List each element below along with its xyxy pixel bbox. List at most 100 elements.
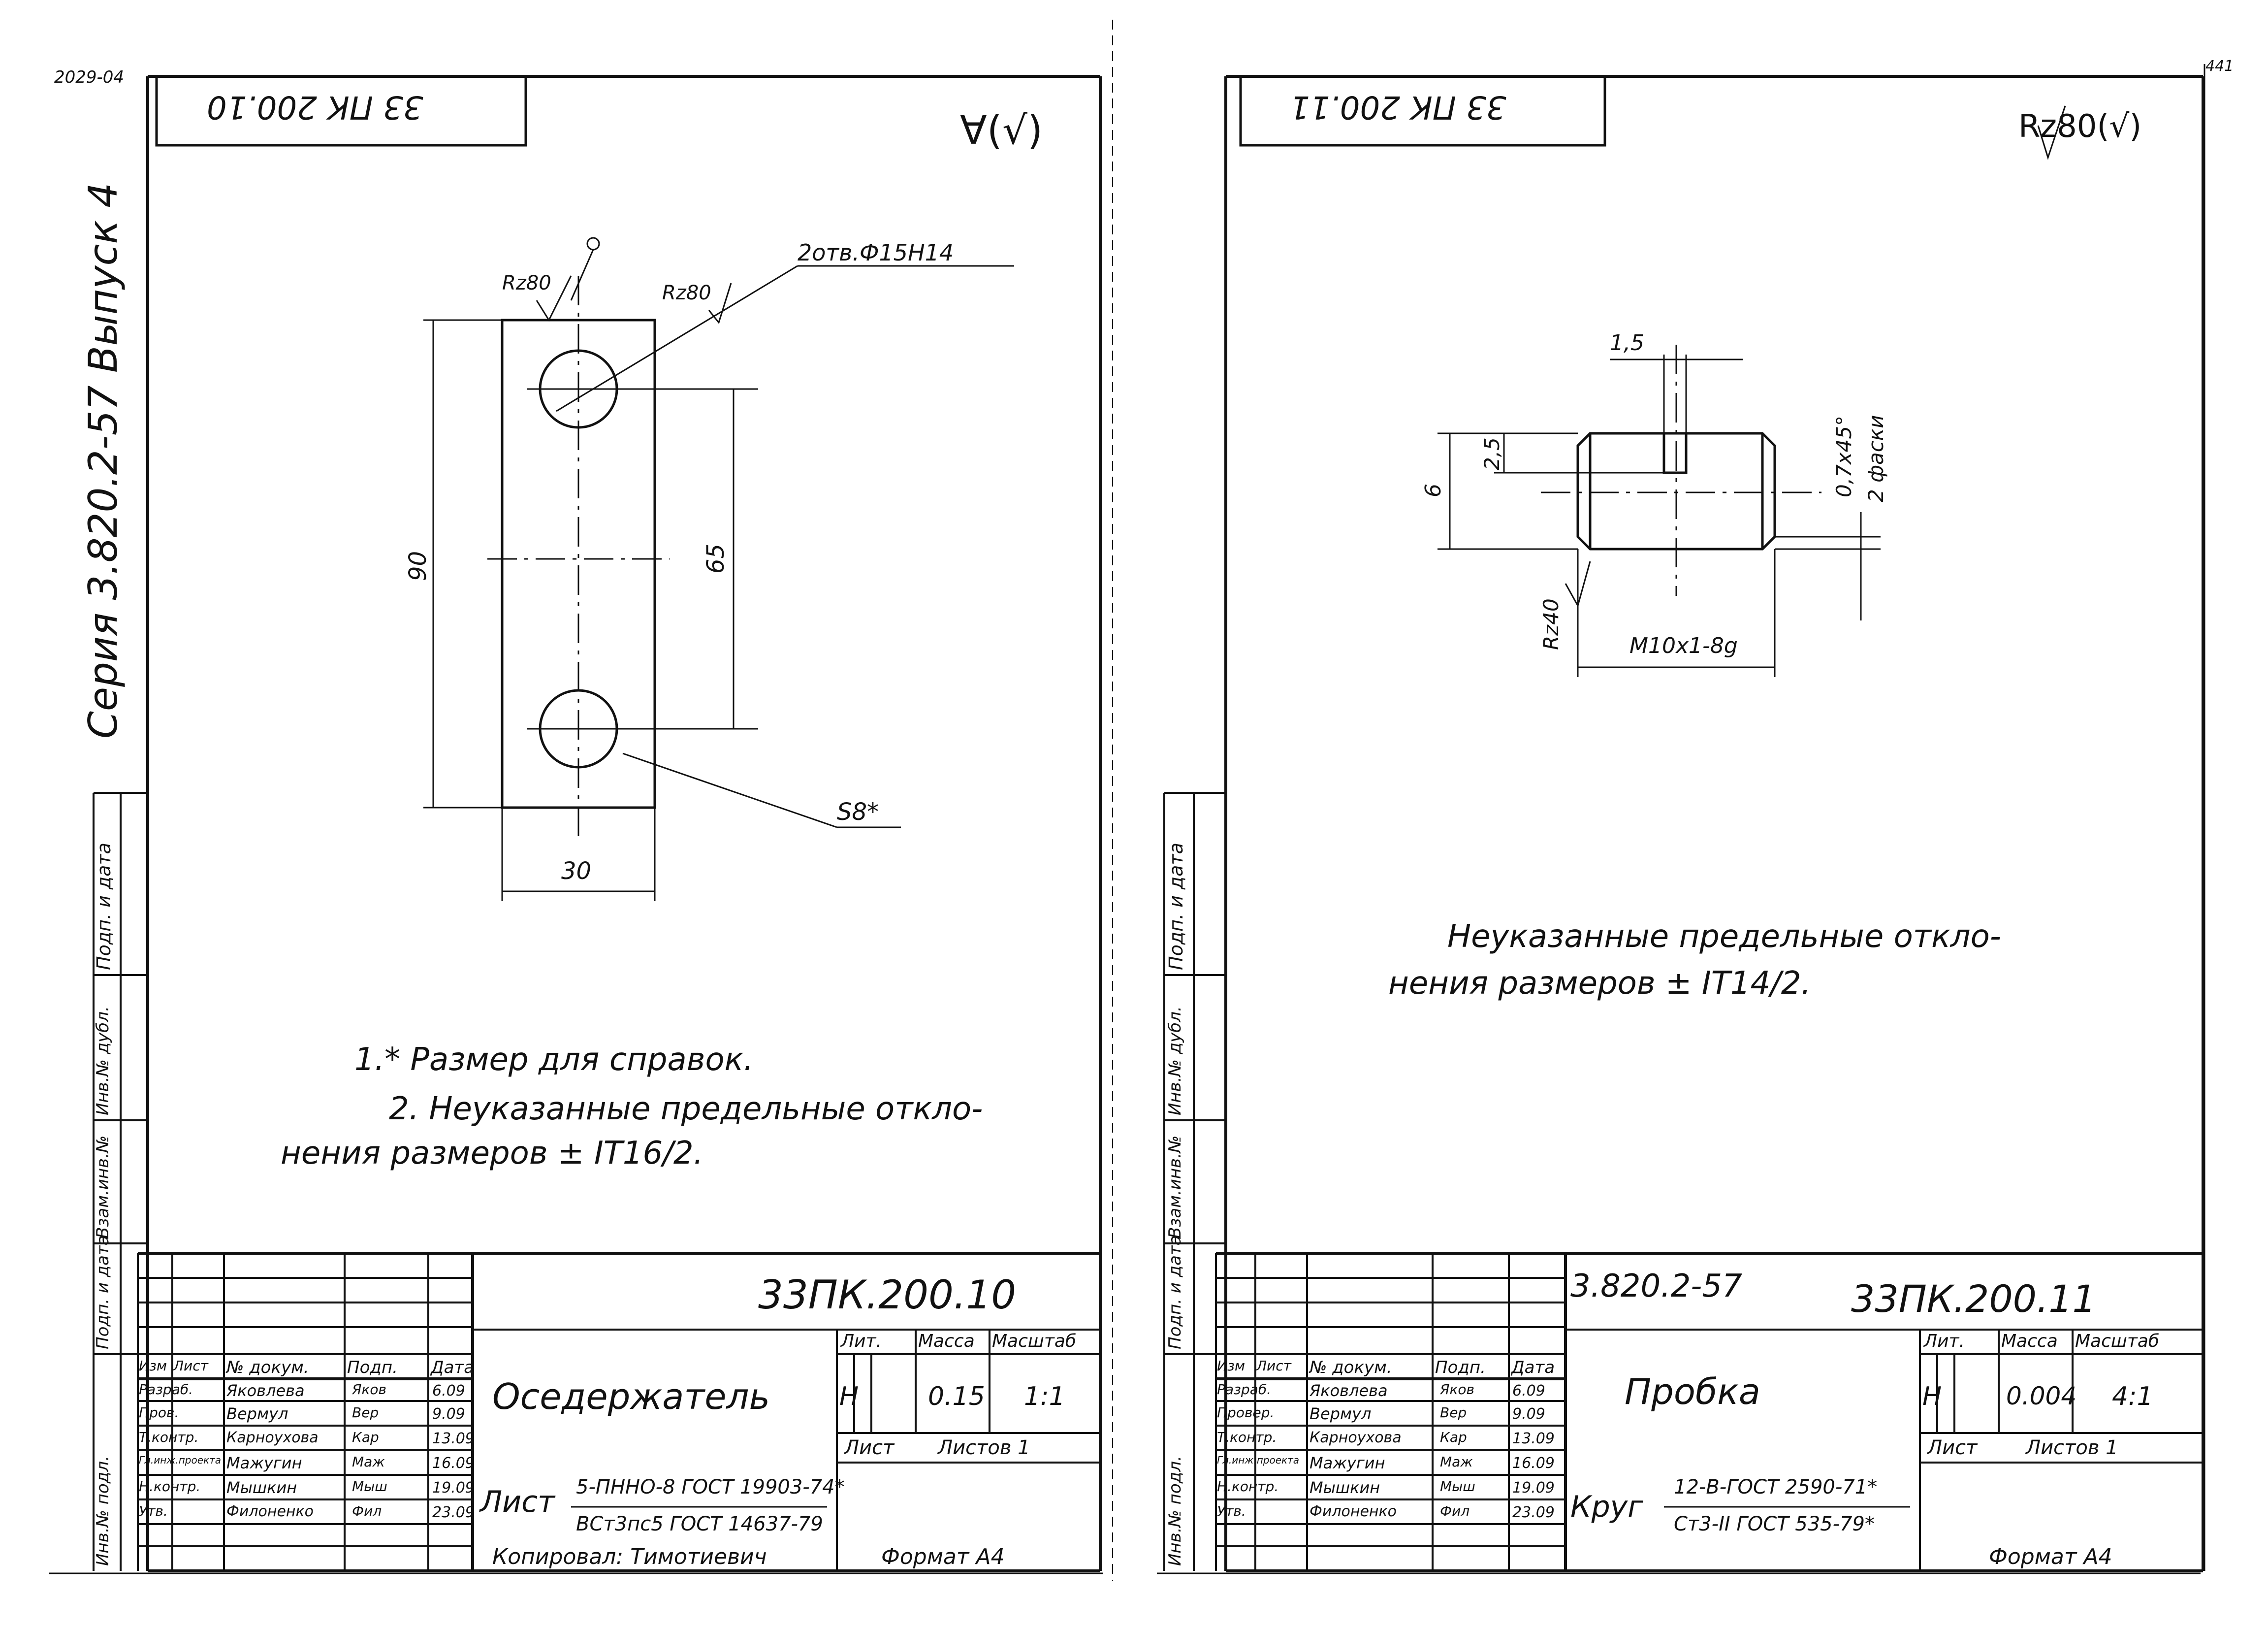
- right-lit: Н: [1922, 1382, 1942, 1411]
- left-dim-holes: 2отв.Ф15Н14: [798, 239, 954, 266]
- person-sign: Вер: [1440, 1404, 1467, 1421]
- person-name: Карноухова: [1310, 1429, 1402, 1446]
- person-role: Утв.: [139, 1503, 168, 1519]
- person-name: Вермул: [226, 1404, 288, 1423]
- left-roughness-note: ∀(√): [960, 107, 1043, 153]
- person-role: Н.контр.: [139, 1478, 201, 1495]
- right-note-2: нения размеров ± IT14/2.: [1388, 965, 1811, 1002]
- left-note-3: нения размеров ± IT16/2.: [281, 1135, 703, 1172]
- right-dim-6: 6: [1421, 484, 1446, 497]
- left-side-label-3: Взам.инв.№: [93, 1135, 113, 1238]
- right-dim-1-5: 1,5: [1610, 330, 1644, 356]
- right-roughness-note: Rz80(√): [2018, 108, 2142, 145]
- person-role: Т.контр.: [139, 1429, 199, 1445]
- left-dim-65: 65: [702, 543, 730, 574]
- left-hdr-izm: Изм: [139, 1358, 167, 1374]
- person-name: Яковлева: [1310, 1381, 1388, 1400]
- left-lit: Н: [839, 1382, 859, 1411]
- right-side-band: [1163, 792, 1226, 1571]
- person-date: 19.09: [432, 1479, 475, 1497]
- person-name: Мажугин: [1310, 1454, 1385, 1472]
- right-material-top: 12-В-ГОСТ 2590-71*: [1674, 1476, 1878, 1498]
- left-side-label-5: Инв.№ подл.: [93, 1456, 113, 1566]
- right-mass-header: Масса: [2001, 1331, 2058, 1351]
- left-material-bottom: ВСт3пс5 ГОСТ 14637-79: [576, 1513, 823, 1535]
- left-lit-header: Лит.: [841, 1331, 882, 1351]
- left-note-1: 1.* Размер для справок.: [354, 1042, 754, 1078]
- right-part-outline: [1576, 432, 1776, 551]
- right-dim-thread: М10х1-8g: [1629, 633, 1738, 658]
- person-date: 9.09: [1512, 1405, 1545, 1423]
- person-sign: Яков: [1440, 1381, 1474, 1398]
- left-stamp-code: 33 ПК 200.10: [207, 89, 423, 125]
- person-role: Пров.: [139, 1404, 179, 1421]
- right-material-bottom: Ст3-II ГОСТ 535-79*: [1674, 1513, 1875, 1535]
- person-date: 6.09: [1512, 1382, 1545, 1400]
- right-scale: 4:1: [2112, 1382, 2153, 1411]
- left-title-name: Оседержатель: [492, 1376, 770, 1417]
- person-name: Мышкин: [226, 1478, 297, 1497]
- right-hdr-izm: Изм: [1217, 1358, 1245, 1374]
- person-role: Утв.: [1217, 1503, 1246, 1519]
- person-name: Мажугин: [226, 1454, 302, 1472]
- left-side-label-4: Подп. и дата: [93, 1235, 113, 1349]
- person-date: 19.09: [1512, 1479, 1555, 1497]
- right-side-label-2: Инв.№ дубл.: [1165, 1006, 1185, 1115]
- person-name: Вермул: [1310, 1404, 1372, 1423]
- right-hdr-date: Дата: [1511, 1358, 1555, 1377]
- person-name: Яковлева: [226, 1381, 305, 1400]
- left-side-label-2: Инв.№ дубл.: [93, 1006, 113, 1115]
- person-date: 9.09: [432, 1405, 465, 1423]
- left-hdr-date: Дата: [431, 1358, 475, 1377]
- left-dim-rz1: Rz80: [502, 272, 551, 294]
- person-sign: Мыш: [1440, 1478, 1475, 1495]
- left-format: Формат А4: [881, 1544, 1005, 1569]
- person-date: 16.09: [1512, 1455, 1555, 1472]
- left-hdr-sign: Подп.: [347, 1358, 398, 1377]
- right-sheet-label: Лист: [1927, 1436, 1978, 1459]
- left-mass: 0.15: [928, 1382, 985, 1411]
- left-side-label-1: Подп. и дата: [93, 843, 115, 970]
- person-sign: Маж: [1440, 1454, 1473, 1470]
- left-mass-header: Масса: [918, 1331, 975, 1351]
- left-dim-s8: S8*: [837, 798, 879, 826]
- left-sheet-label: Лист: [844, 1436, 894, 1459]
- right-side-label-1: Подп. и дата: [1165, 843, 1187, 970]
- person-sign: Фил: [352, 1503, 382, 1519]
- left-material-prefix: Лист: [480, 1485, 555, 1519]
- left-copied: Копировал: Тимотиевич: [492, 1544, 767, 1569]
- right-title-name: Пробка: [1625, 1371, 1760, 1412]
- person-name: Мышкин: [1310, 1478, 1380, 1497]
- right-sheets-label: Листов 1: [2026, 1436, 2118, 1459]
- right-mass: 0.004: [2006, 1382, 2077, 1410]
- person-role: Разраб.: [139, 1381, 193, 1398]
- left-title-block-lines: [137, 1252, 1100, 1571]
- margin-top-right: 441: [2205, 58, 2234, 75]
- right-title-series: 3.820.2-57: [1570, 1268, 1742, 1304]
- right-lit-header: Лит.: [1924, 1331, 1965, 1351]
- right-title-code: 33ПК.200.11: [1851, 1277, 2096, 1321]
- left-sheet-frame: [146, 75, 1102, 1572]
- right-hdr-list: Лист: [1256, 1358, 1291, 1374]
- person-name: Филоненко: [1310, 1503, 1397, 1520]
- person-sign: Маж: [352, 1454, 385, 1470]
- margin-top-left: 2029-04: [54, 67, 125, 87]
- right-part-dims: [1437, 105, 2066, 677]
- person-name: Филоненко: [226, 1503, 314, 1520]
- right-format: Формат А4: [1989, 1544, 2112, 1569]
- left-part-dims: [423, 237, 1014, 901]
- person-sign: Кар: [352, 1429, 379, 1445]
- person-role: Гл.инж.проекта: [139, 1454, 222, 1466]
- person-sign: Фил: [1440, 1503, 1470, 1519]
- person-sign: Мыш: [352, 1478, 387, 1495]
- person-date: 13.09: [1512, 1430, 1555, 1447]
- right-side-label-3: Взам.инв.№: [1165, 1135, 1185, 1238]
- right-scale-header: Масштаб: [2075, 1331, 2160, 1351]
- right-sheet-frame: [1224, 75, 2204, 1572]
- left-scale: 1:1: [1024, 1382, 1065, 1411]
- right-dim-chamfer: 0,7x45°: [1832, 415, 1856, 497]
- person-date: 6.09: [432, 1382, 465, 1400]
- person-name: Карноухова: [226, 1429, 319, 1446]
- person-role: Н.контр.: [1217, 1478, 1279, 1495]
- right-side-label-5: Инв.№ подл.: [1165, 1456, 1185, 1566]
